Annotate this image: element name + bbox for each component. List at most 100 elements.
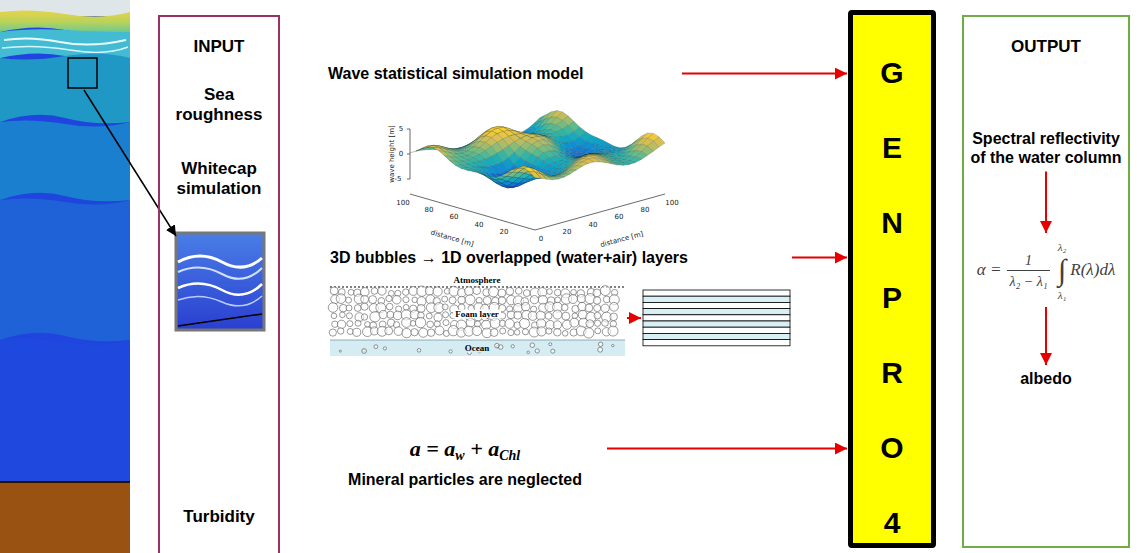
tick-number: 80 (641, 207, 650, 214)
bubble (353, 328, 361, 336)
formula-cell: R(λ)dλ (1068, 260, 1117, 280)
bubble (523, 290, 530, 297)
whitecap-thumbnail (176, 233, 264, 330)
bubble (495, 343, 500, 348)
bubble (465, 287, 474, 296)
surface-facet (524, 168, 536, 172)
bubble (393, 311, 402, 320)
formula-part: λ₁ (1058, 289, 1067, 301)
bubble (608, 326, 618, 336)
ocean-band (330, 340, 625, 356)
bubble (361, 303, 368, 310)
bubble (346, 305, 352, 311)
bubble (411, 329, 418, 336)
tick-number: 100 (665, 200, 678, 207)
bubble (443, 312, 449, 318)
formula-part: λ₂ − λ₁ (1009, 274, 1047, 289)
axis-tick (407, 179, 410, 180)
formula-part: α = (977, 260, 1002, 279)
tick-number: 5 (399, 126, 403, 133)
bubble (508, 329, 514, 335)
surface-facet (577, 162, 589, 167)
panel-heading: INPUT (160, 37, 278, 57)
bubble (370, 312, 380, 322)
bubble (570, 318, 579, 327)
numerator: 1 (1023, 251, 1034, 270)
formula-subscript: w (455, 448, 464, 463)
surface-facet (410, 149, 422, 153)
input-source: a = aw+ aChlMineral particles are neglec… (325, 436, 605, 489)
formula-part: a = a (410, 436, 456, 461)
surface-facet (507, 168, 519, 173)
bubble (594, 312, 601, 319)
bubble (506, 287, 514, 295)
upper-limit: λ₂ (1058, 237, 1067, 255)
source-title: Wave statistical simulation model (328, 64, 680, 83)
bubble (339, 350, 341, 352)
formula-row: a = aw+ aChl (325, 436, 605, 464)
bubble (498, 297, 506, 305)
bubble (449, 350, 452, 353)
bubble (505, 319, 514, 328)
bubble (577, 294, 585, 302)
tick-number: -5 (395, 176, 402, 183)
bubble (553, 310, 562, 319)
bubble (549, 343, 552, 346)
formula-part: 1 (1025, 253, 1032, 268)
layer-band (643, 290, 790, 296)
bubble (385, 327, 393, 335)
input-item: Turbidity (171, 507, 267, 527)
bubble (586, 320, 594, 328)
bubble (387, 311, 394, 318)
tick-number: 40 (475, 222, 484, 229)
bubble (348, 289, 354, 295)
bubble (365, 322, 371, 328)
bubble (427, 321, 434, 328)
surface-facet (529, 172, 541, 179)
bubble (425, 287, 433, 295)
formula-subscript: Chl (499, 448, 520, 463)
denominator: λ₂ − λ₁ (1007, 270, 1049, 290)
input-source: Wave statistical simulation model (328, 64, 680, 83)
bubble (443, 320, 449, 326)
source-title: 3D bubbles → 1D overlapped (water+air) l… (330, 248, 790, 267)
surface-facet (444, 156, 456, 162)
bubble (537, 327, 546, 336)
bubble (610, 302, 619, 311)
layer-band (643, 315, 790, 321)
layer-band (643, 296, 790, 302)
bubble (426, 313, 432, 319)
tick-number: 20 (563, 229, 572, 236)
bubble (500, 328, 506, 334)
bubble (498, 289, 506, 297)
bubble (522, 329, 528, 335)
foam-boundary (330, 340, 625, 341)
bubble (371, 288, 378, 295)
bubble (330, 287, 338, 295)
surface-facet (501, 172, 513, 176)
bubble (569, 295, 578, 304)
bubble (402, 328, 411, 337)
layer-band (643, 333, 790, 339)
wave-surface-plot (407, 111, 665, 231)
zoom-leader (84, 90, 176, 236)
albedo-formula: α =1λ₂ − λ₁λ₂∫λ₁R(λ)dλ (964, 237, 1128, 303)
bubble (561, 304, 568, 311)
bubble (392, 295, 401, 304)
bubble (394, 327, 403, 336)
layer-label: Atmosphere (452, 276, 503, 285)
axis-label: wave height [m] (389, 125, 396, 183)
bubble (415, 317, 425, 327)
model-box: GENPRO4 (848, 10, 936, 548)
bubble (610, 313, 618, 321)
layer-band (643, 309, 790, 315)
bubble (433, 287, 442, 296)
formula-cell: α = (975, 260, 1004, 280)
bubble (600, 286, 610, 296)
axis-tick (407, 154, 410, 155)
bubble (347, 321, 353, 327)
bubble (514, 311, 522, 319)
